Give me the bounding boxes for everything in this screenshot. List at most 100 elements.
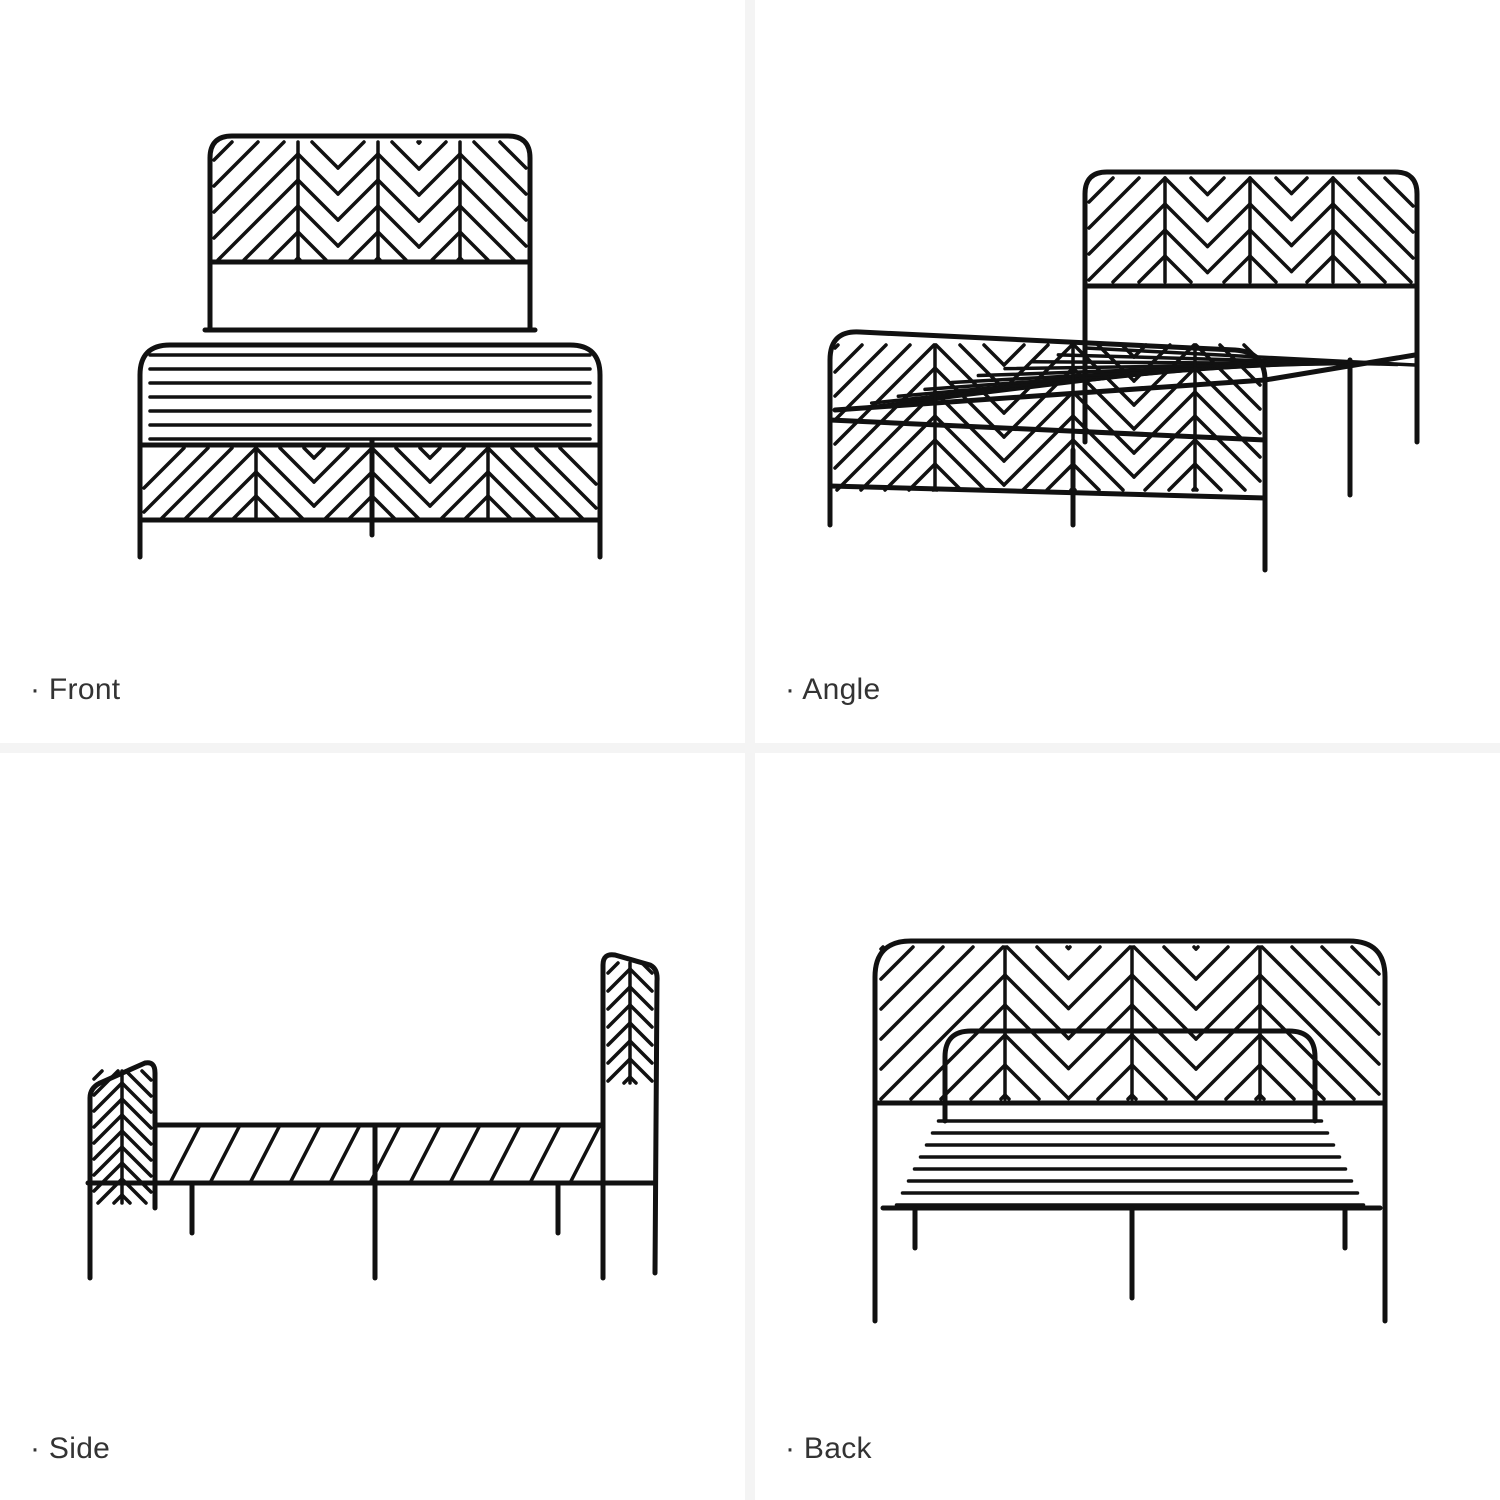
chevron-bar bbox=[933, 390, 1006, 463]
chevron-bar bbox=[1087, 202, 1167, 282]
chevron-bar bbox=[1289, 176, 1309, 196]
view-panel-side[interactable]: · Side bbox=[0, 753, 745, 1500]
chevron-bar bbox=[982, 343, 1006, 367]
chevron-bar bbox=[1087, 176, 1115, 204]
chevron-bar bbox=[1066, 945, 1132, 1011]
view-panel-back[interactable]: · Back bbox=[755, 753, 1500, 1500]
chevron-bar bbox=[1066, 945, 1072, 951]
chevron-bar bbox=[1258, 1063, 1296, 1101]
chevron-bar bbox=[376, 204, 421, 249]
chevron-bar bbox=[879, 945, 975, 1041]
chevron-bar bbox=[879, 945, 945, 1011]
chevron-bar bbox=[606, 961, 620, 975]
chevron-bar bbox=[1003, 1033, 1071, 1101]
chevron-bar bbox=[430, 230, 462, 262]
chevron-bar bbox=[1002, 366, 1075, 439]
view-panel-angle[interactable]: · Angle bbox=[755, 0, 1500, 743]
chevron-bar bbox=[628, 985, 654, 1011]
footboard-frame bbox=[137, 342, 603, 560]
bed-side-image bbox=[85, 952, 660, 1281]
chevron-bar bbox=[835, 390, 937, 492]
slat bbox=[168, 1123, 202, 1185]
chevron-bar bbox=[833, 366, 937, 470]
slat bbox=[248, 1123, 282, 1185]
chevron-bar bbox=[1071, 366, 1136, 431]
chevron-bar bbox=[120, 1113, 153, 1146]
chevron-bar bbox=[120, 1161, 153, 1194]
chevron-bar bbox=[216, 178, 300, 262]
chevron-bar bbox=[934, 343, 1006, 415]
chevron-bar bbox=[1193, 486, 1199, 492]
chevron-bar bbox=[1218, 343, 1262, 387]
chevron-bar bbox=[939, 1033, 1007, 1101]
chevron-bar bbox=[312, 446, 374, 508]
chevron-bar bbox=[1071, 438, 1125, 492]
view-panel-front[interactable]: · Front bbox=[0, 0, 745, 743]
chevron-bar bbox=[958, 343, 1006, 391]
chevron-bar bbox=[376, 152, 421, 197]
chevron-bar bbox=[510, 446, 586, 522]
chevron-bar bbox=[376, 230, 408, 262]
chevron-bar bbox=[558, 446, 598, 486]
chevron-bar bbox=[1289, 176, 1335, 222]
chevron-bar bbox=[428, 446, 442, 460]
chevron-bar bbox=[1242, 343, 1262, 363]
chevron-bar bbox=[1383, 176, 1415, 208]
chevron-bar bbox=[1035, 945, 1071, 981]
chevron-bar bbox=[370, 446, 432, 508]
chevron-bar bbox=[628, 1057, 654, 1083]
chevron-bar bbox=[606, 1039, 632, 1065]
chevron-bar bbox=[1193, 366, 1262, 435]
chevron-bar bbox=[907, 462, 937, 492]
chevron-bar bbox=[348, 230, 380, 262]
chevron-bar bbox=[120, 1097, 153, 1130]
chevron-bar bbox=[1087, 176, 1167, 256]
side-rail bbox=[1262, 352, 1418, 383]
chevron-bar bbox=[1130, 1093, 1138, 1101]
chevron-bar bbox=[140, 1069, 153, 1082]
chevron-bar bbox=[1143, 438, 1197, 492]
chevron-bar bbox=[92, 1069, 104, 1081]
chevron-bar bbox=[310, 140, 340, 170]
chevron-bar bbox=[1137, 254, 1167, 284]
chevron-bar bbox=[1163, 202, 1210, 249]
slat bbox=[488, 1123, 522, 1185]
chevron-bar bbox=[1260, 945, 1381, 1066]
chevron-bar bbox=[206, 470, 258, 522]
chevron-bar bbox=[112, 1193, 124, 1205]
view-label-angle: · Angle bbox=[785, 673, 881, 706]
bed-back-image bbox=[872, 938, 1388, 1324]
view-label-back: · Back bbox=[785, 1432, 872, 1465]
chevron-bar bbox=[1193, 462, 1223, 492]
chevron-bar bbox=[142, 446, 186, 490]
chevron-bar bbox=[1072, 343, 1136, 407]
chevron-bar bbox=[1071, 390, 1136, 455]
chevron-bar bbox=[1071, 414, 1136, 479]
chevron-bar bbox=[1194, 1003, 1262, 1071]
chevron-bar bbox=[212, 152, 300, 240]
chevron-bar bbox=[640, 961, 654, 975]
chevron-bar bbox=[254, 446, 316, 508]
slat bbox=[448, 1123, 482, 1185]
chevron-bar bbox=[606, 967, 632, 993]
chevron-bar bbox=[879, 945, 1005, 1071]
slat bbox=[408, 1123, 442, 1185]
chevron-bar bbox=[628, 1021, 654, 1047]
chevron-bar bbox=[418, 446, 432, 460]
chevron-bar bbox=[1071, 462, 1101, 492]
view-label-front: · Front bbox=[30, 673, 121, 706]
chevron-bar bbox=[1132, 414, 1197, 479]
chevron-bar bbox=[336, 204, 380, 248]
chevron-bar bbox=[486, 470, 538, 522]
chevron-bar bbox=[417, 204, 462, 249]
chevron-bar bbox=[1087, 176, 1141, 230]
chevron-bar bbox=[534, 446, 598, 510]
chevron-bar bbox=[606, 1021, 632, 1047]
chevron-bar bbox=[1205, 202, 1252, 249]
bed-angle-image bbox=[827, 169, 1420, 573]
chevron-bar bbox=[606, 1057, 632, 1083]
chevron-bar bbox=[1357, 176, 1415, 234]
chevron-bar bbox=[1222, 254, 1252, 284]
chevron-bar bbox=[933, 438, 987, 492]
chevron-bar bbox=[1290, 945, 1381, 1036]
